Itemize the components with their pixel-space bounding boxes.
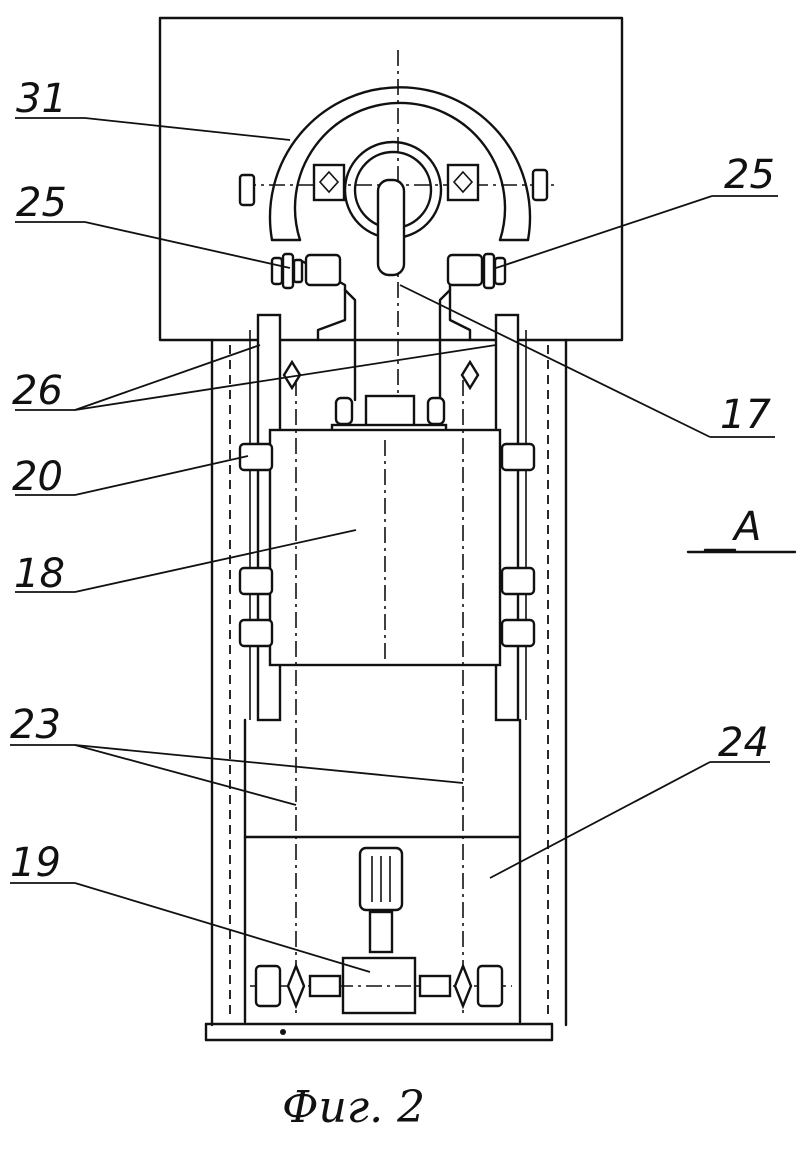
drive-19 [250,848,512,1013]
label-20: 20 [12,454,63,500]
label-17: 17 [720,392,771,438]
crank-arm [378,180,404,275]
view-marker-a: A [731,504,761,550]
label-31: 31 [16,76,67,122]
figure-caption: Фиг. 2 [282,1082,425,1133]
label-26: 26 [12,368,63,414]
label-25-left: 25 [16,180,67,226]
label-25-right: 25 [724,152,775,198]
label-18: 18 [14,551,65,597]
label-19: 19 [10,840,61,886]
label-24: 24 [718,720,769,766]
label-23: 23 [10,702,61,748]
